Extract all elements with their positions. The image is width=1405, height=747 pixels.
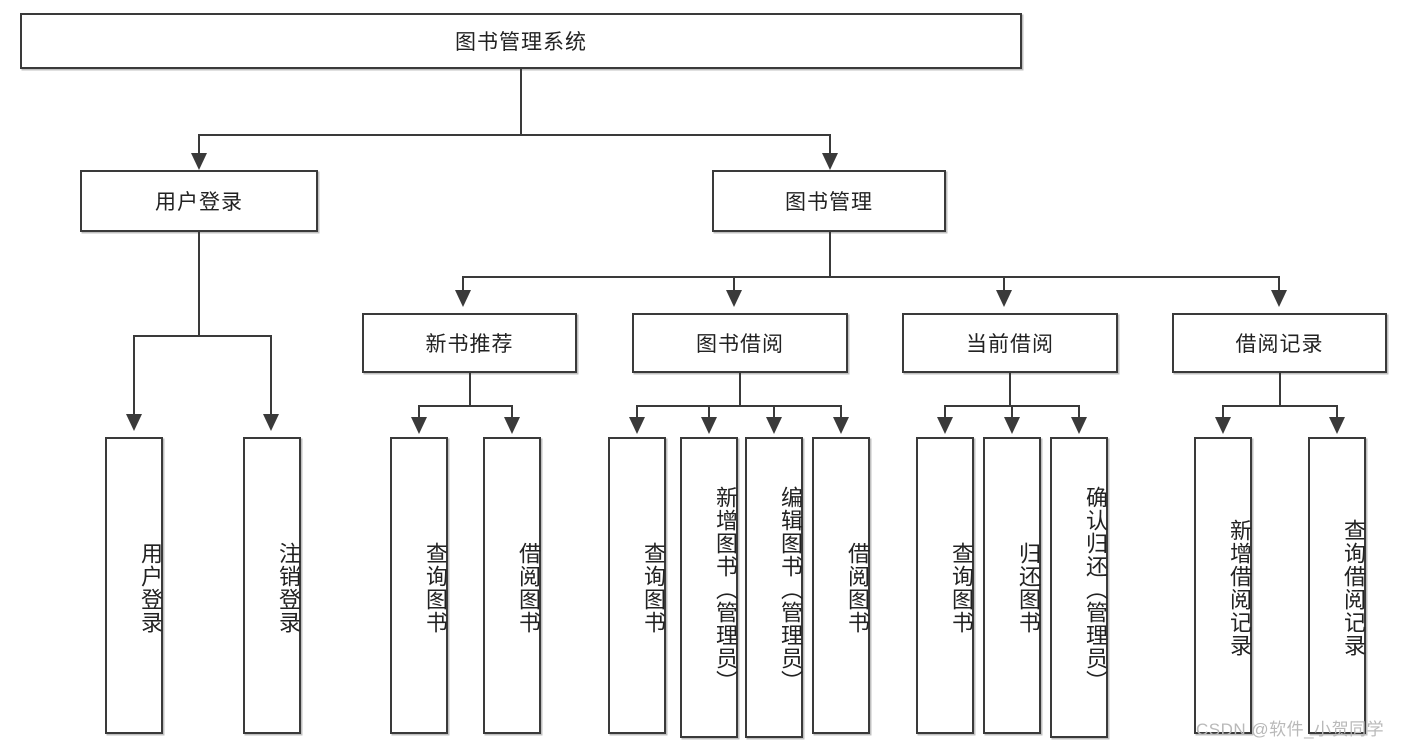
node-label: 用户登录: [138, 541, 163, 634]
connector-root-bus: [198, 134, 830, 136]
arrow-cb-leaf-3: [1071, 417, 1087, 434]
connector-login-stem: [198, 232, 200, 336]
arrow-bw-leaf-4: [833, 417, 849, 434]
connector-rc-c1: [1222, 405, 1224, 418]
node-label: 编辑图书（管理员）: [778, 486, 803, 693]
leaf-logout[interactable]: 注销登录: [243, 437, 301, 734]
leaf-query-borrow-record[interactable]: 查询借阅记录: [1308, 437, 1366, 734]
connector-records-bus: [1222, 405, 1337, 407]
node-new-book-recommend[interactable]: 新书推荐: [362, 313, 577, 373]
node-label: 查询借阅记录: [1341, 518, 1366, 657]
connector-bw-c3: [773, 405, 775, 418]
connector-newbook-stem: [469, 373, 471, 406]
node-user-login[interactable]: 用户登录: [80, 170, 318, 232]
node-label: 新书推荐: [425, 333, 514, 356]
leaf-add-book-admin[interactable]: 新增图书（管理员）: [680, 437, 738, 738]
node-label: 当前借阅: [966, 333, 1054, 356]
arrow-bw-leaf-3: [766, 417, 782, 434]
node-label: 借阅图书: [845, 541, 870, 634]
leaf-borrow-books-newbook[interactable]: 借阅图书: [483, 437, 541, 734]
arrow-rc-leaf-2: [1329, 417, 1345, 434]
connector-bm-c1: [462, 276, 464, 292]
node-label: 查询图书: [423, 541, 448, 634]
arrow-cb-leaf-2: [1004, 417, 1020, 434]
connector-cb-c1: [944, 405, 946, 418]
leaf-user-login[interactable]: 用户登录: [105, 437, 163, 734]
leaf-query-books-current[interactable]: 查询图书: [916, 437, 974, 734]
node-label: 新增图书（管理员）: [713, 486, 738, 693]
arrow-bw-leaf-2: [701, 417, 717, 434]
node-label: 确认归还（管理员）: [1083, 486, 1108, 693]
connector-bw-c2: [708, 405, 710, 418]
arrow-nb-leaf-2: [504, 417, 520, 434]
node-label: 图书管理: [785, 191, 873, 214]
arrow-bm-to-current: [996, 290, 1012, 307]
arrow-bm-to-records: [1271, 290, 1287, 307]
connector-records-stem: [1279, 373, 1281, 406]
arrow-bw-leaf-1: [629, 417, 645, 434]
connector-cb-c3: [1078, 405, 1080, 418]
leaf-edit-book-admin[interactable]: 编辑图书（管理员）: [745, 437, 803, 738]
connector-bm-c2: [733, 276, 735, 292]
leaf-add-borrow-record[interactable]: 新增借阅记录: [1194, 437, 1252, 734]
node-borrow-records[interactable]: 借阅记录: [1172, 313, 1387, 373]
leaf-borrow-books[interactable]: 借阅图书: [812, 437, 870, 734]
arrow-root-to-login: [191, 153, 207, 170]
arrow-rc-leaf-1: [1215, 417, 1231, 434]
node-label: 图书管理系统: [455, 31, 587, 54]
connector-current-stem: [1009, 373, 1011, 406]
connector-login-left: [133, 335, 135, 417]
arrow-login-to-leaf-2: [263, 414, 279, 431]
connector-bw-c1: [636, 405, 638, 418]
node-label: 用户登录: [155, 191, 243, 214]
node-label: 借阅记录: [1235, 333, 1324, 356]
connector-bw-c4: [840, 405, 842, 418]
node-book-management[interactable]: 图书管理: [712, 170, 946, 232]
arrow-nb-leaf-1: [411, 417, 427, 434]
connector-bm-c3: [1003, 276, 1005, 292]
connector-login-right: [270, 335, 272, 417]
leaf-query-books-borrow[interactable]: 查询图书: [608, 437, 666, 734]
node-label: 图书借阅: [696, 333, 784, 356]
connector-bookmgmt-stem: [829, 232, 831, 277]
connector-borrow-bus: [636, 405, 841, 407]
node-current-borrow[interactable]: 当前借阅: [902, 313, 1118, 373]
leaf-return-books[interactable]: 归还图书: [983, 437, 1041, 734]
node-label: 借阅图书: [516, 541, 541, 634]
connector-root-to-book: [829, 134, 831, 156]
node-label: 注销登录: [276, 541, 301, 634]
connector-nb-c2: [511, 405, 513, 418]
arrow-bm-to-new-books: [455, 290, 471, 307]
connector-newbook-bus: [418, 405, 512, 407]
arrow-root-to-book: [822, 153, 838, 170]
connector-nb-c1: [418, 405, 420, 418]
node-label: 新增借阅记录: [1227, 518, 1252, 657]
node-book-borrow[interactable]: 图书借阅: [632, 313, 848, 373]
node-label: 查询图书: [641, 541, 666, 634]
connector-cb-c2: [1011, 405, 1013, 418]
connector-login-bus: [133, 335, 271, 337]
connector-bm-c4: [1278, 276, 1280, 292]
connector-rc-c2: [1336, 405, 1338, 418]
node-label: 归还图书: [1016, 541, 1041, 634]
connector-root-to-login: [198, 134, 200, 156]
arrow-cb-leaf-1: [937, 417, 953, 434]
leaf-confirm-return-admin[interactable]: 确认归还（管理员）: [1050, 437, 1108, 738]
arrow-login-to-leaf-1: [126, 414, 142, 431]
arrow-bm-to-borrow: [726, 290, 742, 307]
connector-borrow-stem: [739, 373, 741, 406]
connector-bookmgmt-bus: [462, 276, 1280, 278]
node-label: 查询图书: [949, 541, 974, 634]
leaf-query-books-newbook[interactable]: 查询图书: [390, 437, 448, 734]
connector-root-stem: [520, 69, 522, 135]
node-root-library-system[interactable]: 图书管理系统: [20, 13, 1022, 69]
